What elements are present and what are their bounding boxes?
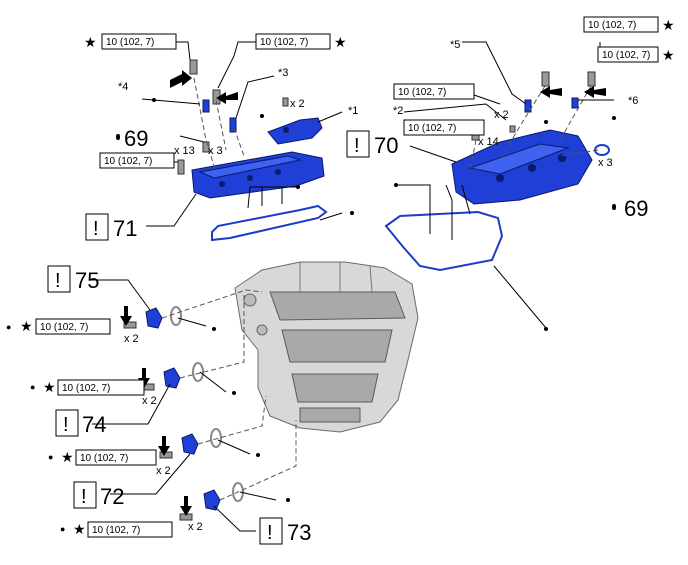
qty-label: x 2 <box>494 109 509 121</box>
torque-spec-5: 10 (102, 7) ★ <box>597 46 675 63</box>
bullet-icon: ● <box>48 452 53 462</box>
alignment-lines <box>161 77 599 501</box>
torque-value: 10 (102, 7) <box>104 156 152 167</box>
ref-69-right: 69 <box>624 196 648 221</box>
star-icon: ★ <box>61 449 74 465</box>
ref-number: 69 <box>624 196 648 221</box>
right-camshaft-cover <box>451 129 593 205</box>
callout-5: *5 <box>450 39 460 51</box>
quantity-labels: x 2 x 3 x 13 x 2 x 14 x 3 x 2 x 2 x 2 x … <box>124 98 613 533</box>
callout-2: *2 <box>393 105 403 117</box>
torque-value: 10 (102, 7) <box>398 87 446 98</box>
torque-spec-11: ● ★ 10 (102, 7) <box>60 521 173 538</box>
ref-number: 71 <box>113 216 137 241</box>
torque-spec-1: ★ 10 (102, 7) <box>84 33 177 50</box>
ref-number: 73 <box>287 520 311 545</box>
qty-label: x 2 <box>142 395 157 407</box>
caution-icon: ! <box>63 414 69 436</box>
caution-icon: ! <box>267 522 273 544</box>
qty-label: x 13 <box>174 145 195 157</box>
ref-74: ! 74 <box>55 409 106 437</box>
left-cam-cover-gasket <box>211 204 328 242</box>
arrow-icon <box>158 436 170 456</box>
ref-75: ! 75 <box>47 265 99 293</box>
solenoid-74 <box>141 362 204 391</box>
ventilation-part-1 <box>267 117 323 145</box>
torque-spec-3: 10 (102, 7) <box>99 152 175 169</box>
qty-label: x 2 <box>290 98 305 110</box>
callout-labels: *1 *2 *3 *4 *5 *6 <box>118 39 638 117</box>
star-icon: ★ <box>662 17 675 33</box>
qty-label: x 3 <box>598 157 613 169</box>
qty-label: x 14 <box>478 136 499 148</box>
ref-71: ! 71 <box>85 213 137 241</box>
leader-lines <box>90 41 614 532</box>
solenoid-72 <box>159 428 222 459</box>
caution-icon: ! <box>354 135 360 157</box>
star-icon: ★ <box>84 34 97 50</box>
torque-spec-8: ● ★ 10 (102, 7) <box>6 318 111 335</box>
engine-block <box>234 261 419 433</box>
qty-label: x 2 <box>188 521 203 533</box>
ref-number: 72 <box>100 484 124 509</box>
torque-value: 10 (102, 7) <box>92 525 140 536</box>
solenoid-73 <box>179 482 244 521</box>
torque-spec-7: 10 (102, 7) <box>403 119 485 136</box>
star-icon: ★ <box>662 47 675 63</box>
arrow-icon <box>540 86 562 98</box>
right-cam-cover-gasket <box>384 210 504 272</box>
torque-value: 10 (102, 7) <box>106 37 154 48</box>
torque-spec-9: ● ★ 10 (102, 7) <box>30 379 145 396</box>
torque-spec-2: 10 (102, 7) ★ <box>255 33 347 50</box>
torque-value: 10 (102, 7) <box>588 20 636 31</box>
torque-value: 10 (102, 7) <box>40 322 88 333</box>
torque-value: 10 (102, 7) <box>602 50 650 61</box>
callout-6: *6 <box>628 95 638 107</box>
right-top-bolts <box>471 71 596 141</box>
torque-value: 10 (102, 7) <box>408 123 456 134</box>
caution-icon: ! <box>81 486 87 508</box>
bullet-icon: ● <box>6 322 11 332</box>
torque-value: 10 (102, 7) <box>260 37 308 48</box>
torque-spec-4: 10 (102, 7) ★ <box>583 16 675 33</box>
caution-icon: ! <box>93 218 99 240</box>
ref-number: 70 <box>374 133 398 158</box>
ref-73: ! 73 <box>259 517 311 545</box>
qty-label: x 2 <box>124 333 139 345</box>
arrow-icon <box>180 496 192 516</box>
arrow-icon <box>170 70 192 88</box>
bullet-icon: ● <box>30 382 35 392</box>
ref-72: ! 72 <box>73 481 124 509</box>
bullet-icon: ● <box>60 524 65 534</box>
torque-spec-10: ● ★ 10 (102, 7) <box>48 449 157 466</box>
torque-spec-6: 10 (102, 7) <box>393 83 475 100</box>
star-icon: ★ <box>20 318 33 334</box>
star-icon: ★ <box>73 521 86 537</box>
qty-label: x 3 <box>208 145 223 157</box>
torque-value: 10 (102, 7) <box>62 383 110 394</box>
callout-3: *3 <box>278 67 288 79</box>
star-icon: ★ <box>43 379 56 395</box>
callout-4: *4 <box>118 81 128 93</box>
ref-number: 69 <box>124 126 148 151</box>
arrow-icon <box>216 92 238 104</box>
callout-1: *1 <box>348 105 358 117</box>
torque-value: 10 (102, 7) <box>80 453 128 464</box>
caution-icon: ! <box>55 270 61 292</box>
qty-label: x 2 <box>156 465 171 477</box>
ref-69-left: 69 <box>124 126 148 151</box>
ref-70: ! 70 <box>346 130 398 158</box>
ref-number: 75 <box>75 268 99 293</box>
arrow-icon <box>120 306 132 326</box>
solenoid-75 <box>123 306 182 329</box>
star-icon: ★ <box>334 34 347 50</box>
ref-number: 74 <box>82 412 106 437</box>
arrow-icon <box>584 86 606 98</box>
